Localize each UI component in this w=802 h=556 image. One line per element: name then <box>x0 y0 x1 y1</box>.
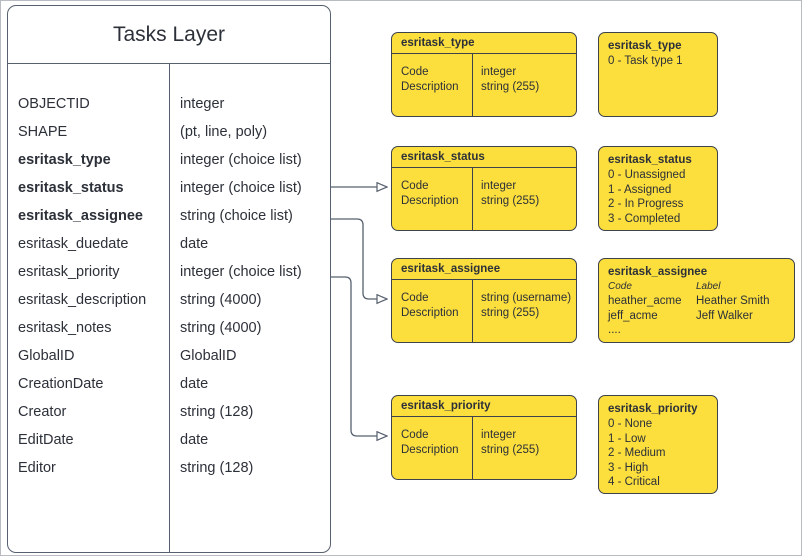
schema-field-name: Code <box>401 180 429 192</box>
domain-label: Heather Smith <box>696 295 770 307</box>
domain-table-row: jeff_acme Jeff Walker <box>608 309 794 324</box>
field-name-column: OBJECTID SHAPE esritask_type esritask_st… <box>8 64 170 552</box>
schema-field-name: Code <box>401 66 429 78</box>
schema-field-names: Code Description <box>392 280 473 342</box>
schema-box-title: esritask_type <box>392 33 576 54</box>
schema-field-names: Code Description <box>392 168 473 230</box>
field-type: string (128) <box>180 404 254 420</box>
field-name: GlobalID <box>18 348 75 364</box>
domain-box-title: esritask_type <box>608 40 682 52</box>
page-title: Tasks Layer <box>8 6 330 64</box>
domain-value: 2 - Medium <box>608 447 666 459</box>
schema-field-name: Description <box>401 307 459 319</box>
field-name: esritask_type <box>18 152 111 168</box>
field-name: SHAPE <box>18 124 68 140</box>
field-type: date <box>180 376 209 392</box>
domain-box-esritask-assignee[interactable]: esritask_assignee Code Label heather_acm… <box>598 258 795 343</box>
field-type: string (choice list) <box>180 208 293 224</box>
connector-priority <box>331 276 387 436</box>
schema-box-body: Code Description integer string (255) <box>392 417 576 479</box>
field-name: esritask_status <box>18 180 124 196</box>
schema-field-types: integer string (255) <box>473 168 576 230</box>
schema-field-type: integer <box>481 429 517 441</box>
field-type: date <box>180 236 209 252</box>
domain-box-title: esritask_status <box>608 154 692 166</box>
domain-box-title: esritask_priority <box>608 403 698 415</box>
schema-box-body: Code Description integer string (255) <box>392 54 576 116</box>
domain-code: jeff_acme <box>608 309 658 322</box>
field-type: string (128) <box>180 460 254 476</box>
schema-box-esritask-priority[interactable]: esritask_priority Code Description integ… <box>391 395 577 480</box>
domain-header-label: Label <box>696 281 721 292</box>
tasks-layer-entity[interactable]: Tasks Layer OBJECTID SHAPE esritask_type… <box>7 5 331 553</box>
schema-box-body: Code Description integer string (255) <box>392 168 576 230</box>
domain-value: 0 - None <box>608 418 653 430</box>
domain-value: 2 - In Progress <box>608 198 684 210</box>
schema-field-type: integer <box>481 66 517 78</box>
schema-field-type: string (255) <box>481 81 540 93</box>
field-name: esritask_description <box>18 292 147 308</box>
field-name: esritask_assignee <box>18 208 143 224</box>
schema-box-esritask-type[interactable]: esritask_type Code Description integer s… <box>391 32 577 117</box>
schema-field-name: Code <box>401 292 429 304</box>
schema-box-body: Code Description string (username) strin… <box>392 280 576 342</box>
schema-field-type: string (255) <box>481 307 540 319</box>
schema-field-types: integer string (255) <box>473 54 576 116</box>
domain-value: 3 - High <box>608 461 649 474</box>
domain-table-header: Code Label <box>608 280 794 294</box>
domain-value: 4 - Critical <box>608 476 660 488</box>
domain-value: 1 - Low <box>608 432 646 445</box>
domain-ellipsis: .... <box>608 324 621 336</box>
field-type-column: integer (pt, line, poly) integer (choice… <box>170 64 330 552</box>
field-type: integer <box>180 96 225 112</box>
domain-box-title: esritask_assignee <box>608 266 708 278</box>
schema-field-type: integer <box>481 180 517 192</box>
schema-box-esritask-assignee[interactable]: esritask_assignee Code Description strin… <box>391 258 577 343</box>
entity-body: OBJECTID SHAPE esritask_type esritask_st… <box>8 64 330 552</box>
field-name: CreationDate <box>18 376 104 392</box>
domain-code: heather_acme <box>608 295 682 307</box>
domain-value: 3 - Completed <box>608 212 681 225</box>
field-name: esritask_duedate <box>18 236 129 252</box>
schema-box-esritask-status[interactable]: esritask_status Code Description integer… <box>391 146 577 231</box>
schema-field-type: string (255) <box>481 444 540 456</box>
field-type: integer (choice list) <box>180 180 302 196</box>
schema-box-title: esritask_status <box>392 147 576 168</box>
field-type: date <box>180 432 209 448</box>
domain-box-esritask-status[interactable]: esritask_status 0 - Unassigned 1 - Assig… <box>598 146 718 231</box>
domain-header-code: Code <box>608 281 632 292</box>
domain-table-row: heather_acme Heather Smith <box>608 294 794 309</box>
field-type: integer (choice list) <box>180 152 302 168</box>
field-type: string (4000) <box>180 292 262 308</box>
field-name: Creator <box>18 404 67 420</box>
schema-field-names: Code Description <box>392 417 473 479</box>
domain-box-esritask-priority[interactable]: esritask_priority 0 - None 1 - Low 2 - M… <box>598 395 718 494</box>
field-name: Editor <box>18 460 56 476</box>
domain-value: 1 - Assigned <box>608 183 672 196</box>
field-name: OBJECTID <box>18 96 90 112</box>
domain-label: Jeff Walker <box>696 309 753 322</box>
schema-field-name: Code <box>401 429 429 441</box>
schema-field-type: string (username) <box>481 292 572 304</box>
schema-box-title: esritask_priority <box>392 396 576 417</box>
field-type: integer (choice list) <box>180 264 302 280</box>
field-type: string (4000) <box>180 320 262 336</box>
domain-value: 0 - Unassigned <box>608 169 686 181</box>
schema-field-type: string (255) <box>481 195 540 207</box>
schema-field-name: Description <box>401 195 459 207</box>
domain-value: 0 - Task type 1 <box>608 55 683 67</box>
schema-field-types: string (username) string (255) <box>473 280 576 342</box>
domain-box-esritask-type[interactable]: esritask_type 0 - Task type 1 <box>598 32 718 117</box>
connector-assignee <box>331 218 387 299</box>
schema-field-names: Code Description <box>392 54 473 116</box>
field-name: esritask_priority <box>18 264 120 280</box>
schema-field-types: integer string (255) <box>473 417 576 479</box>
field-name: esritask_notes <box>18 320 112 336</box>
schema-box-title: esritask_assignee <box>392 259 576 280</box>
schema-field-name: Description <box>401 444 459 456</box>
field-name: EditDate <box>18 432 74 448</box>
field-type: (pt, line, poly) <box>180 124 268 140</box>
field-type: GlobalID <box>180 348 237 364</box>
schema-field-name: Description <box>401 81 459 93</box>
